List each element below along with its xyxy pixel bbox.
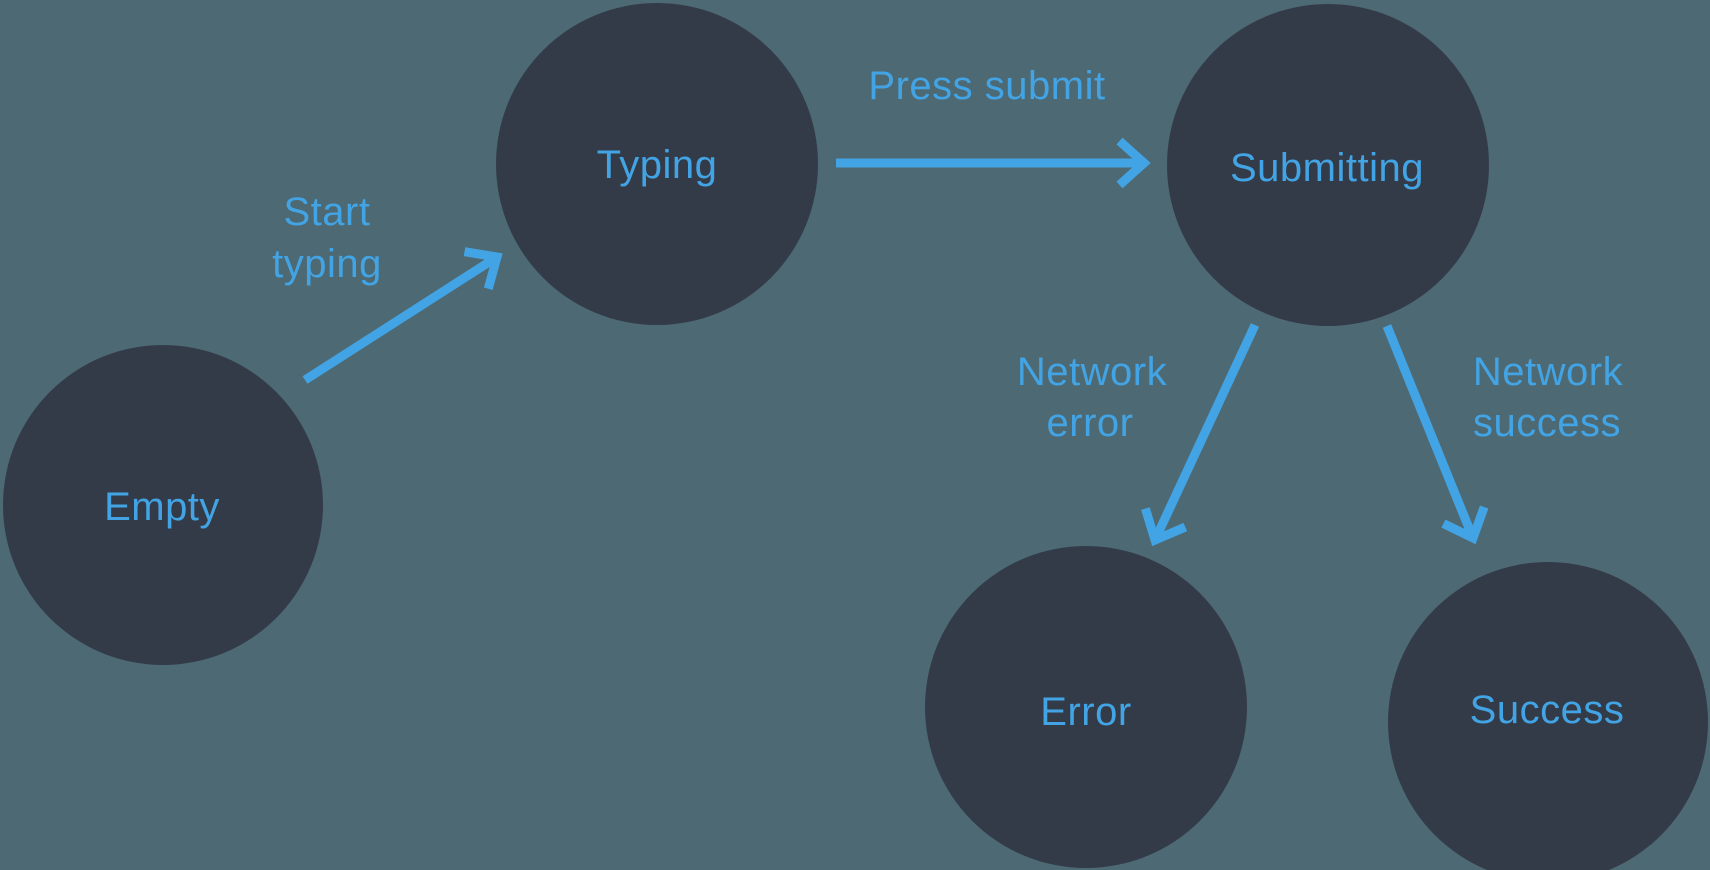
edge-label-network-success-line2: success	[1473, 401, 1621, 445]
edge-network-success	[1382, 324, 1489, 545]
node-submitting-label: Submitting	[1230, 146, 1424, 190]
node-empty-label: Empty	[104, 485, 220, 529]
edge-label-start-typing-line1: Start	[284, 190, 371, 234]
edge-label-start-typing-line2: typing	[272, 242, 382, 286]
edges	[302, 137, 1489, 547]
edge-label-network-error-line2: error	[1047, 401, 1134, 445]
edge-start-typing	[302, 247, 503, 384]
node-submitting	[1167, 4, 1489, 326]
nodes: Empty Typing Submitting Error Success	[3, 3, 1708, 870]
edge-label-network-error-line1: Network	[1017, 350, 1168, 394]
edge-labels: Start typing Press submit Network error …	[272, 64, 1623, 445]
node-success	[1388, 562, 1708, 870]
node-typing-label: Typing	[597, 143, 718, 187]
node-empty	[3, 345, 323, 665]
edge-label-press-submit: Press submit	[868, 64, 1105, 108]
node-typing	[496, 3, 818, 325]
node-error	[925, 546, 1247, 868]
edge-label-network-success-line1: Network	[1473, 350, 1624, 394]
edge-network-error	[1141, 323, 1260, 547]
node-success-label: Success	[1470, 688, 1625, 732]
node-error-label: Error	[1040, 690, 1131, 734]
